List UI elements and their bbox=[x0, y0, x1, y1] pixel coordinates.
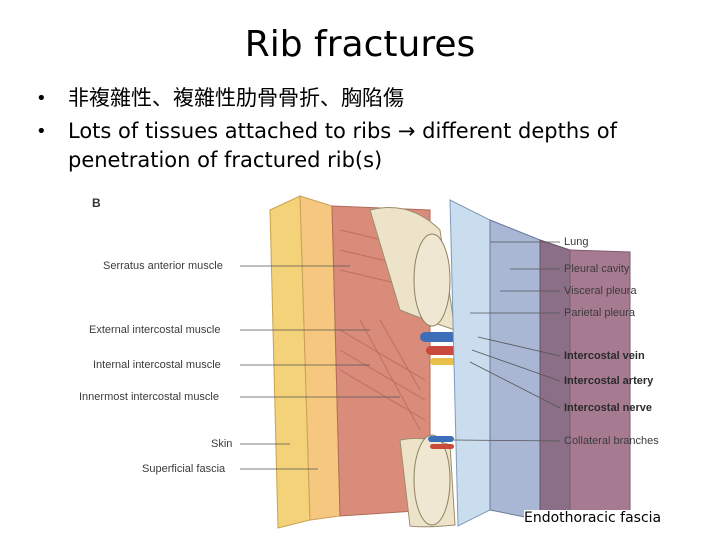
label-external-intercostal: External intercostal muscle bbox=[89, 324, 221, 336]
label-intercostal-nerve: Intercostal nerve bbox=[564, 402, 653, 414]
label-intercostal-vein: Intercostal vein bbox=[564, 350, 645, 362]
label-serratus-anterior: Serratus anterior muscle bbox=[103, 260, 223, 272]
label-intercostal-artery: Intercostal artery bbox=[564, 375, 654, 387]
bullet-item: • Lots of tissues attached to ribs → dif… bbox=[28, 117, 698, 175]
label-visceral-pleura: Visceral pleura bbox=[564, 285, 637, 297]
label-pleural-cavity: Pleural cavity bbox=[564, 263, 630, 275]
bullet-dot-icon: • bbox=[36, 88, 47, 109]
label-lung: Lung bbox=[564, 236, 589, 248]
label-internal-intercostal: Internal intercostal muscle bbox=[93, 359, 221, 371]
figure-caption: Endothoracic fascia bbox=[524, 510, 662, 526]
bullet-list: • 非複雜性、複雜性肋骨骨折、胸陷傷 • Lots of tissues att… bbox=[28, 84, 698, 179]
label-parietal-pleura: Parietal pleura bbox=[564, 307, 635, 319]
panel-letter: B bbox=[92, 196, 101, 210]
bullet-text: Lots of tissues attached to ribs → diffe… bbox=[68, 119, 618, 172]
bullet-item: • 非複雜性、複雜性肋骨骨折、胸陷傷 bbox=[28, 84, 698, 113]
label-skin: Skin bbox=[211, 438, 233, 450]
slide-title: Rib fractures bbox=[244, 24, 476, 65]
label-innermost-intercostal: Innermost intercostal muscle bbox=[79, 391, 219, 403]
label-superficial-fascia: Superficial fascia bbox=[142, 463, 226, 475]
rib-cross-section-illustration bbox=[240, 195, 631, 529]
rib-anatomy-figure: B Serratus anterior muscle External inte… bbox=[70, 190, 710, 535]
label-collateral-branches: Collateral branches bbox=[564, 435, 659, 447]
bullet-dot-icon: • bbox=[36, 121, 47, 142]
bullet-text: 非複雜性、複雜性肋骨骨折、胸陷傷 bbox=[68, 86, 404, 110]
